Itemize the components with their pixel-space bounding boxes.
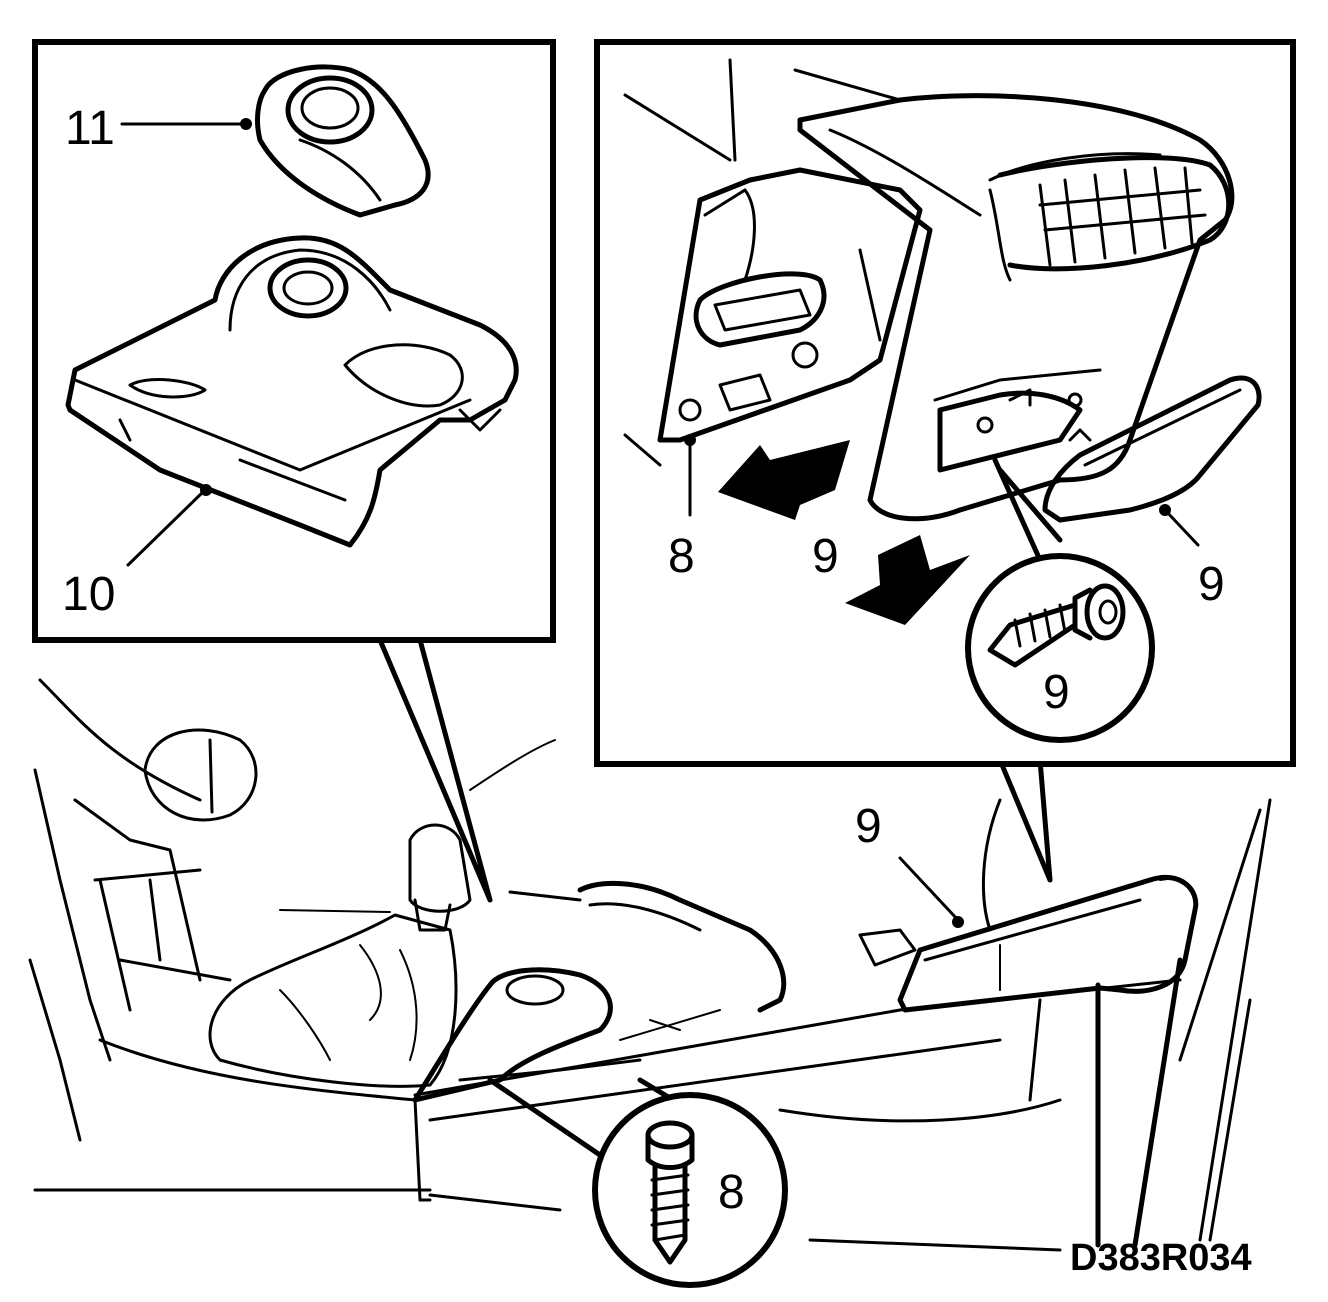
console-rear-unit xyxy=(797,93,1235,522)
drawing-code: D383R034 xyxy=(1070,1237,1252,1279)
part-9-lid xyxy=(1042,375,1262,523)
label-part-9-lid: 9 xyxy=(1198,558,1225,611)
inset-panel-right: 8 9 9 9 xyxy=(594,39,1296,767)
part-9-main-leader-dot xyxy=(952,916,964,928)
label-part-10: 10 xyxy=(62,568,115,621)
label-part-8-screw: 8 xyxy=(718,1166,745,1219)
part-11-cap xyxy=(255,64,431,218)
screw-8-icon xyxy=(645,1120,695,1265)
part-11-leader-dot xyxy=(240,118,252,130)
arrow-left-icon xyxy=(718,440,850,520)
label-part-9-arrow: 9 xyxy=(812,530,839,583)
screw-8-detail xyxy=(487,1077,788,1288)
label-part-11: 11 xyxy=(65,102,115,155)
label-part-8-inset: 8 xyxy=(668,530,695,583)
label-part-9-screw: 9 xyxy=(1043,666,1070,719)
console-front xyxy=(623,58,923,467)
inset-panel-left: 11 10 xyxy=(32,39,556,643)
arrow-down-icon xyxy=(845,535,970,625)
part-10-leader-dot xyxy=(200,484,212,496)
center-console-scene xyxy=(28,637,1272,1252)
part-10-cover xyxy=(65,235,519,548)
screw-9-icon xyxy=(987,583,1126,668)
label-part-9-main: 9 xyxy=(855,800,882,853)
